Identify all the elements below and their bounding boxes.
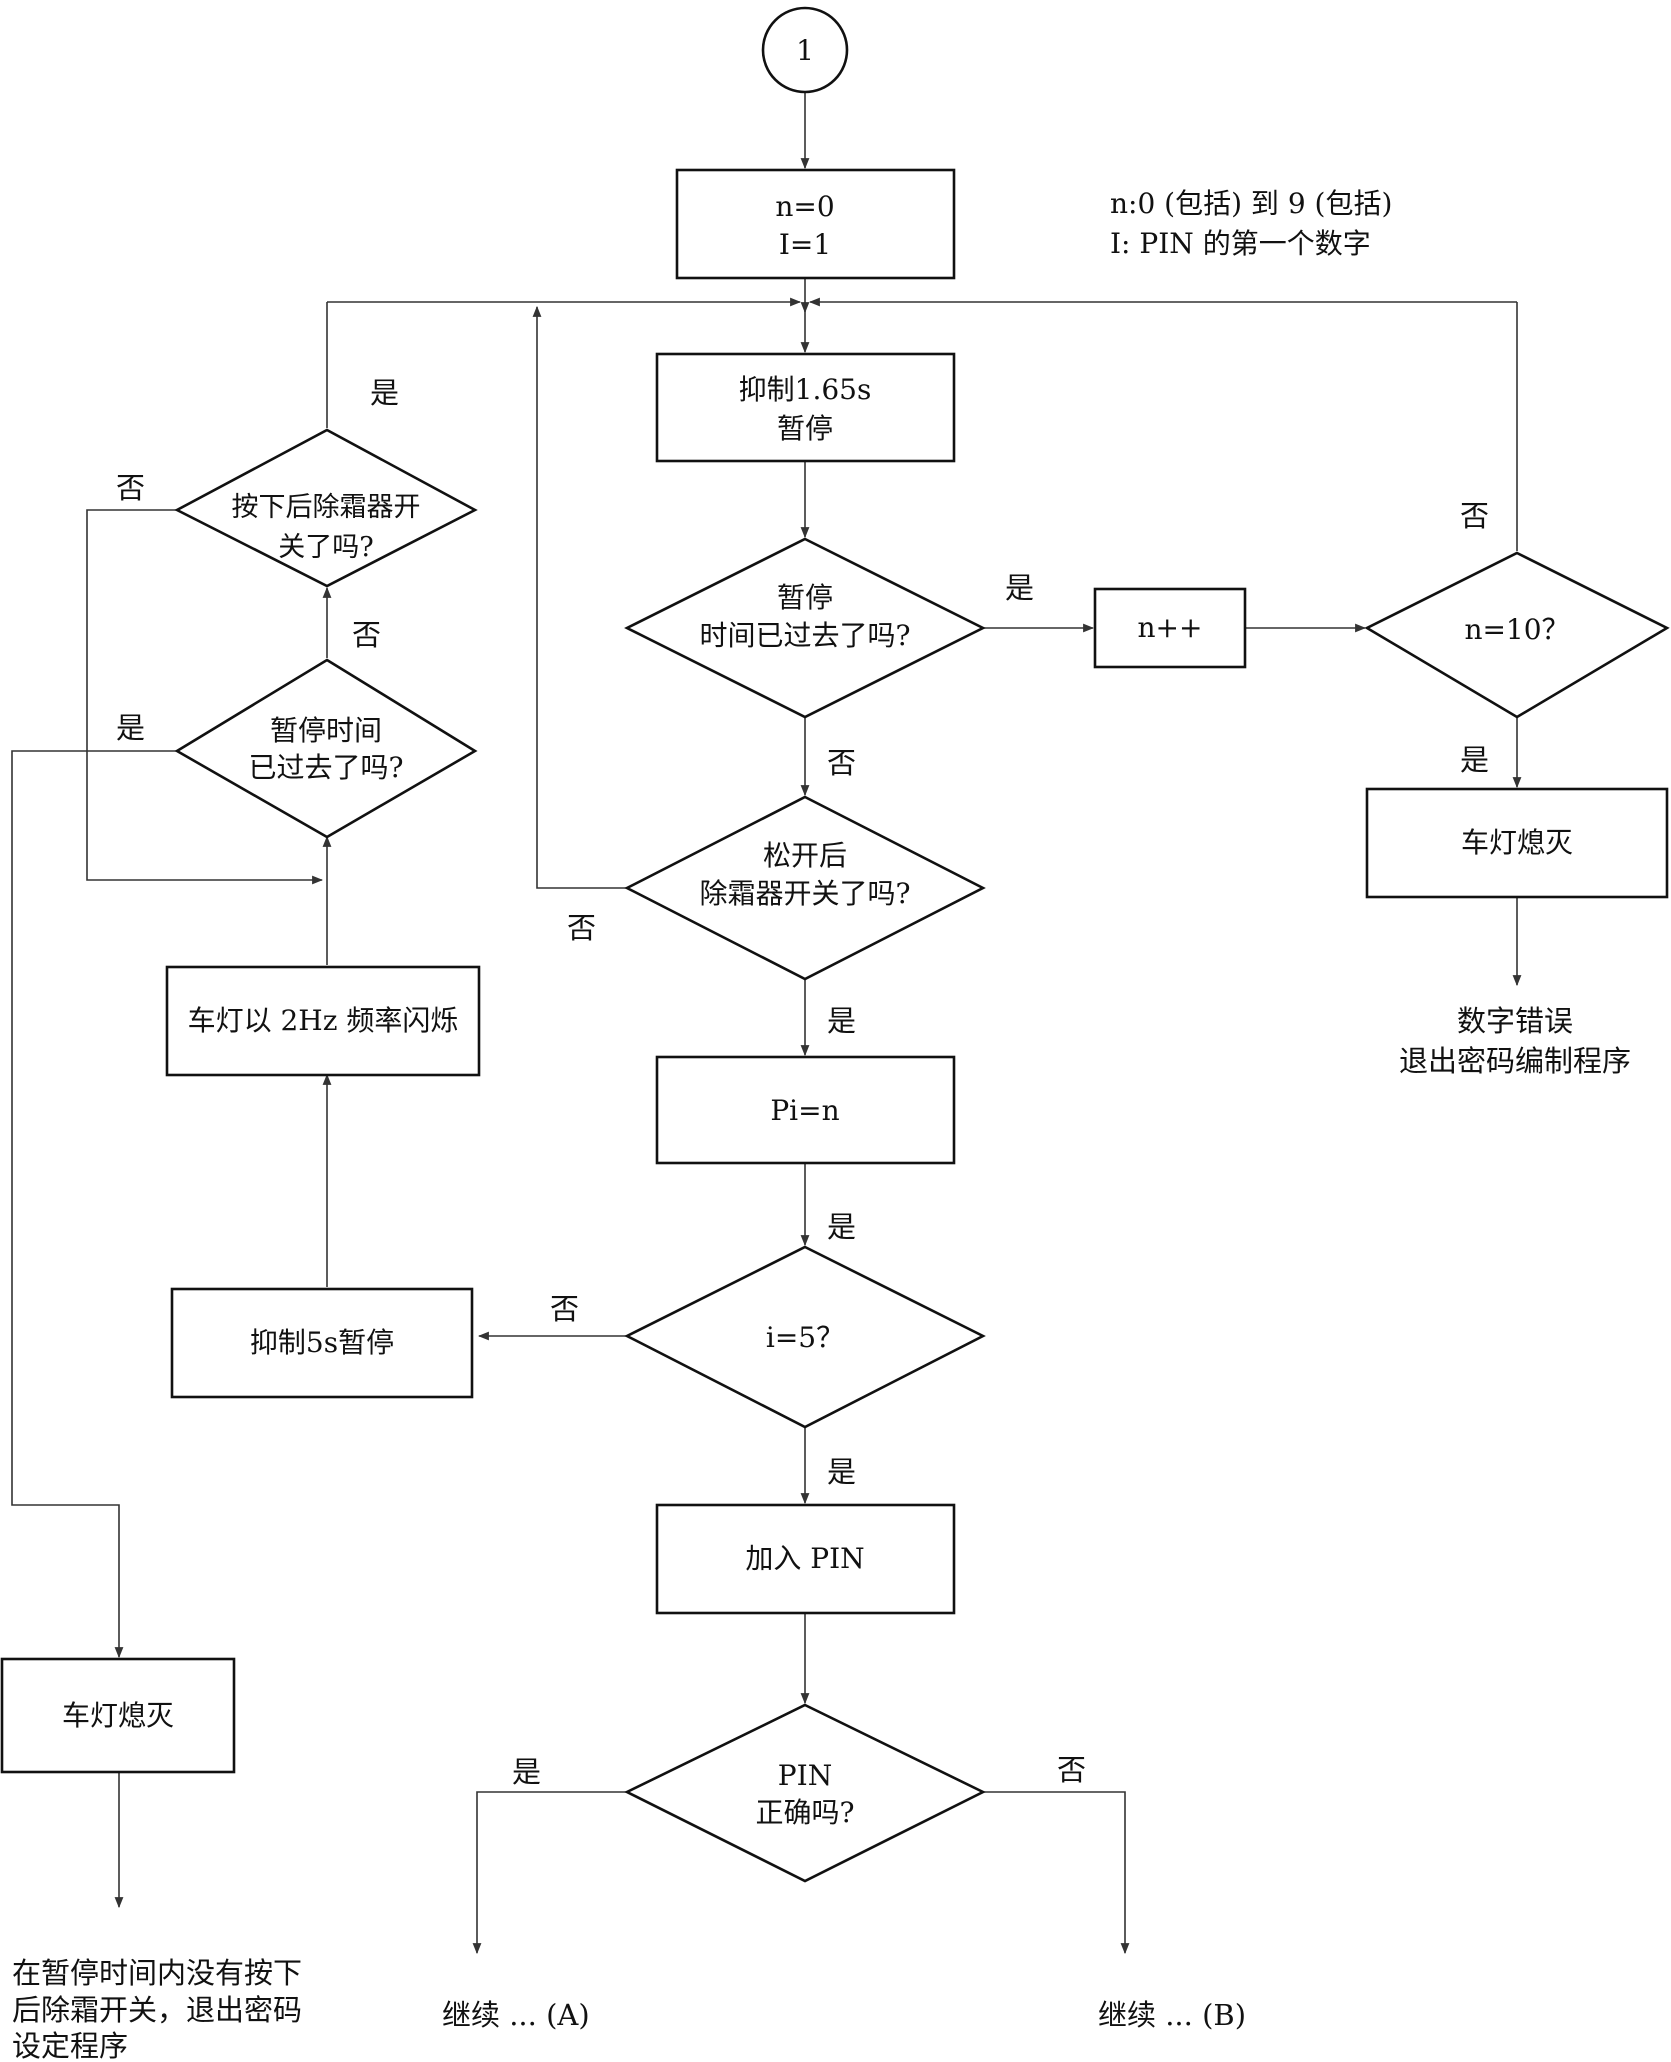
label-timeout-no: 否	[827, 746, 856, 780]
node-light-off-right: 车灯熄灭	[1365, 787, 1669, 899]
n-inc-text: n++	[1138, 611, 1203, 644]
label-press-no: 否	[116, 471, 145, 505]
node-n-inc: n++	[1093, 587, 1247, 669]
flow-lines	[11, 92, 1522, 1955]
label-pin-no: 否	[1057, 1753, 1086, 1787]
label-n10-no: 否	[1460, 499, 1489, 533]
init-line-2: I=1	[779, 228, 831, 261]
pause-elapsed-diamond	[174, 658, 478, 839]
label-release-yes: 是	[827, 1004, 856, 1038]
init-box	[675, 168, 956, 280]
node-suppress-5s: 抑制5s暂停	[170, 1287, 474, 1399]
label-timeout-yes: 是	[1005, 571, 1034, 605]
release-line-1: 松开后	[763, 839, 847, 872]
timeout-line-1: 暂停	[777, 581, 833, 614]
i5-diamond	[624, 1245, 986, 1429]
decision-timeout: 暂停 时间已过去了吗?	[624, 537, 986, 719]
n10-text: n=10？	[1464, 613, 1569, 646]
add-pin-box	[655, 1503, 956, 1615]
label-release-no: 否	[567, 911, 596, 945]
digit-error-line-1: 数字错误	[1457, 1004, 1573, 1038]
light-off-left-text: 车灯熄灭	[62, 1699, 174, 1732]
press-diamond	[174, 428, 478, 588]
release-line-2: 除霜器开关了吗?	[699, 877, 910, 910]
pin-ok-line-2: 正确吗?	[755, 1796, 854, 1829]
pin-ok-diamond	[624, 1703, 986, 1883]
press-line-1: 按下后除霜器开	[232, 492, 421, 523]
pause-elapsed-line-1: 暂停时间	[270, 714, 382, 747]
edge-release-no	[532, 305, 627, 889]
label-pause-yes: 是	[116, 711, 145, 745]
pause-elapsed-line-2: 已过去了吗?	[248, 751, 403, 784]
add-pin-text: 加入 PIN	[745, 1542, 864, 1575]
blink-2hz-text: 车灯以 2Hz 频率闪烁	[188, 1004, 459, 1037]
timeout-exit-line-3: 设定程序	[12, 2029, 128, 2062]
decision-n10: n=10？	[1364, 551, 1670, 719]
light-off-right-text: 车灯熄灭	[1461, 826, 1573, 859]
suppress-165-line-2: 暂停	[777, 412, 833, 445]
edge-pause-yes	[11, 750, 177, 1659]
label-i5-yes: 是	[827, 1455, 856, 1489]
pi-assign-text: Pi=n	[770, 1094, 839, 1127]
edge-pin-yes	[472, 1791, 627, 1955]
label-pin-yes: 是	[512, 1755, 541, 1789]
pi-assign-box	[655, 1055, 956, 1165]
decision-release: 松开后 除霜器开关了吗?	[624, 795, 986, 981]
timeout-exit-note: 在暂停时间内没有按下 后除霜开关，退出密码 设定程序	[12, 1956, 302, 2062]
decision-press: 按下后除霜器开 关了吗?	[174, 428, 478, 588]
timeout-diamond	[624, 537, 986, 719]
edge-press-no	[86, 509, 324, 885]
release-diamond	[624, 795, 986, 981]
continue-a: 继续 ... (A)	[442, 1998, 590, 2032]
decision-i5: i=5？	[624, 1245, 986, 1429]
decision-pause-elapsed: 暂停时间 已过去了吗?	[174, 658, 478, 839]
suppress-5s-box	[170, 1287, 474, 1399]
suppress-165-box	[655, 352, 956, 463]
blink-2hz-box	[165, 965, 481, 1077]
pin-ok-line-1: PIN	[778, 1759, 832, 1792]
node-init: n=0 I=1	[675, 168, 956, 280]
legend-line-1: n:0 (包括) 到 9 (包括)	[1110, 187, 1392, 220]
connector-label: 1	[796, 34, 814, 67]
digit-error-note: 数字错误 退出密码编制程序	[1399, 1004, 1631, 1078]
suppress-165-line-1: 抑制1.65s	[739, 373, 872, 406]
timeout-exit-line-2: 后除霜开关，退出密码	[12, 1993, 302, 2027]
n10-diamond	[1364, 551, 1670, 719]
decision-pin-ok: PIN 正确吗?	[624, 1703, 986, 1883]
edge-pin-no	[983, 1791, 1130, 1955]
init-line-1: n=0	[775, 190, 834, 223]
node-pi-assign: Pi=n	[655, 1055, 956, 1165]
light-off-right-box	[1365, 787, 1669, 899]
label-pause-no: 否	[352, 618, 381, 652]
label-pi-yes: 是	[827, 1210, 856, 1244]
node-suppress-165: 抑制1.65s 暂停	[655, 352, 956, 463]
continue-b: 继续 ... (B)	[1098, 1998, 1246, 2032]
label-n10-yes: 是	[1460, 743, 1489, 777]
node-light-off-left: 车灯熄灭	[0, 1657, 236, 1774]
label-i5-no: 否	[550, 1292, 579, 1326]
digit-error-line-2: 退出密码编制程序	[1399, 1044, 1631, 1078]
branch-labels: 是 否 否 是 是 否 否 是 是 否 是 否 是 是 否	[116, 376, 1489, 1789]
timeout-exit-line-1: 在暂停时间内没有按下	[12, 1956, 302, 1990]
label-press-yes: 是	[370, 376, 399, 410]
node-add-pin: 加入 PIN	[655, 1503, 956, 1615]
press-line-2: 关了吗?	[278, 532, 373, 563]
timeout-line-2: 时间已过去了吗?	[699, 619, 910, 652]
legend-line-2: I: PIN 的第一个数字	[1110, 227, 1371, 260]
n-inc-box	[1093, 587, 1247, 669]
i5-text: i=5？	[766, 1321, 844, 1354]
light-off-left-box	[0, 1657, 236, 1774]
node-blink-2hz: 车灯以 2Hz 频率闪烁	[165, 965, 481, 1077]
suppress-5s-text: 抑制5s暂停	[250, 1326, 394, 1359]
legend-note: n:0 (包括) 到 9 (包括) I: PIN 的第一个数字	[1110, 187, 1392, 260]
start-connector: 1	[761, 6, 849, 94]
connector-circle	[761, 6, 849, 94]
